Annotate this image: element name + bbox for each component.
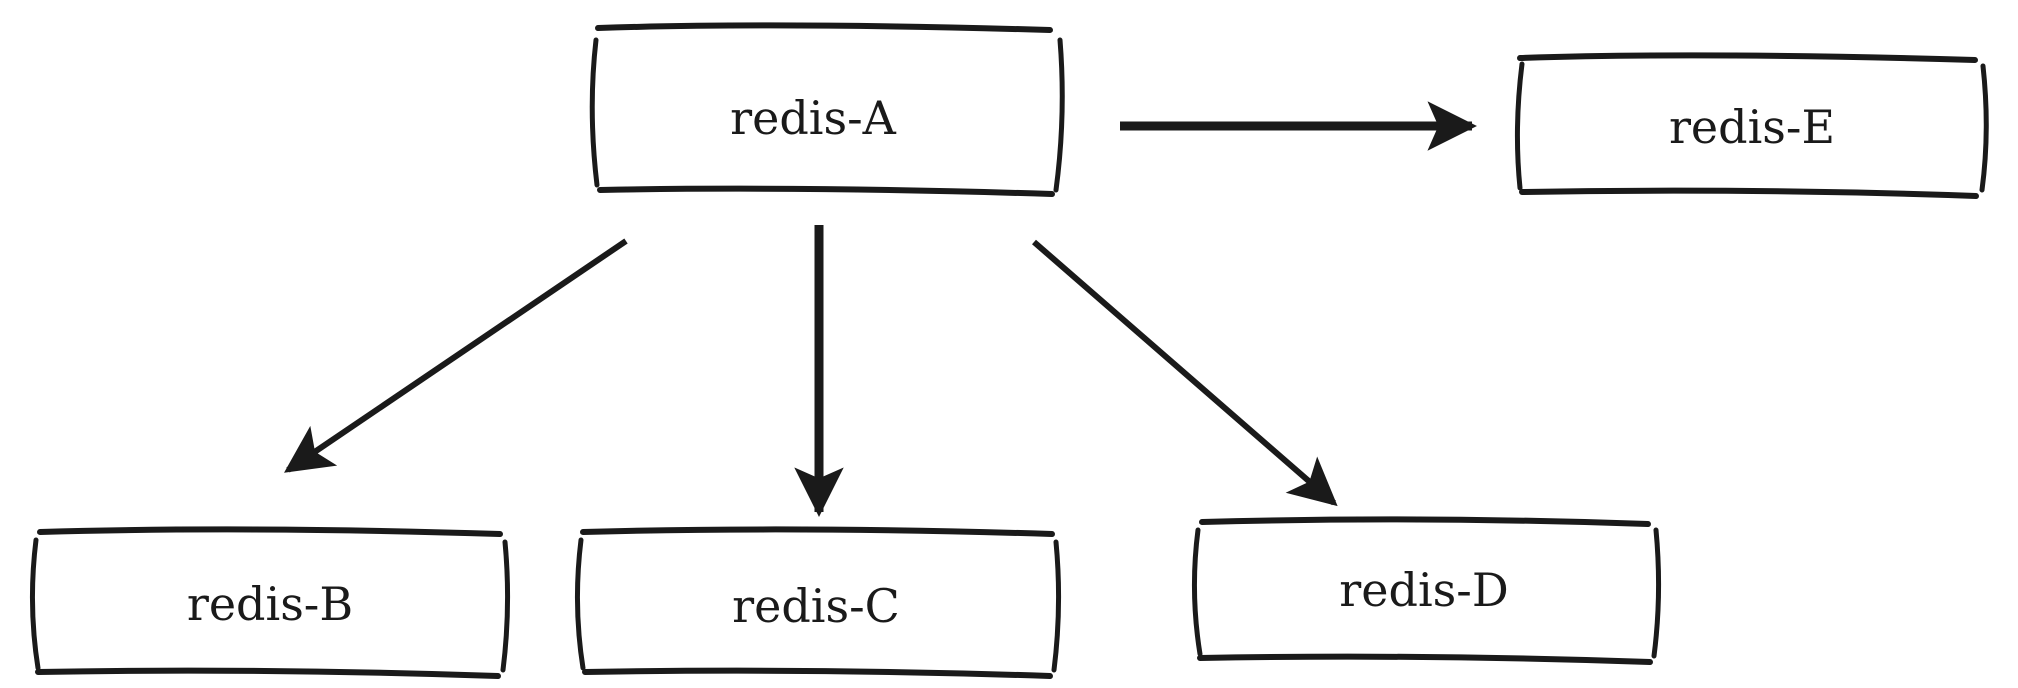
- node-redis-d: redis-D: [1191, 516, 1662, 665]
- edge-a-to-b-arrow: [284, 238, 628, 473]
- node-label-redis-c: redis-C: [732, 579, 900, 633]
- node-redis-e: redis-E: [1514, 52, 1989, 199]
- node-redis-c: redis-C: [574, 526, 1062, 679]
- node-redis-a: redis-A: [589, 22, 1065, 197]
- node-label-redis-e: redis-E: [1669, 100, 1835, 154]
- node-label-redis-b: redis-B: [187, 577, 353, 631]
- node-label-redis-a: redis-A: [730, 91, 897, 145]
- node-redis-b: redis-B: [29, 526, 511, 679]
- edge-a-to-d-arrow: [1032, 239, 1338, 507]
- node-label-redis-d: redis-D: [1339, 563, 1508, 617]
